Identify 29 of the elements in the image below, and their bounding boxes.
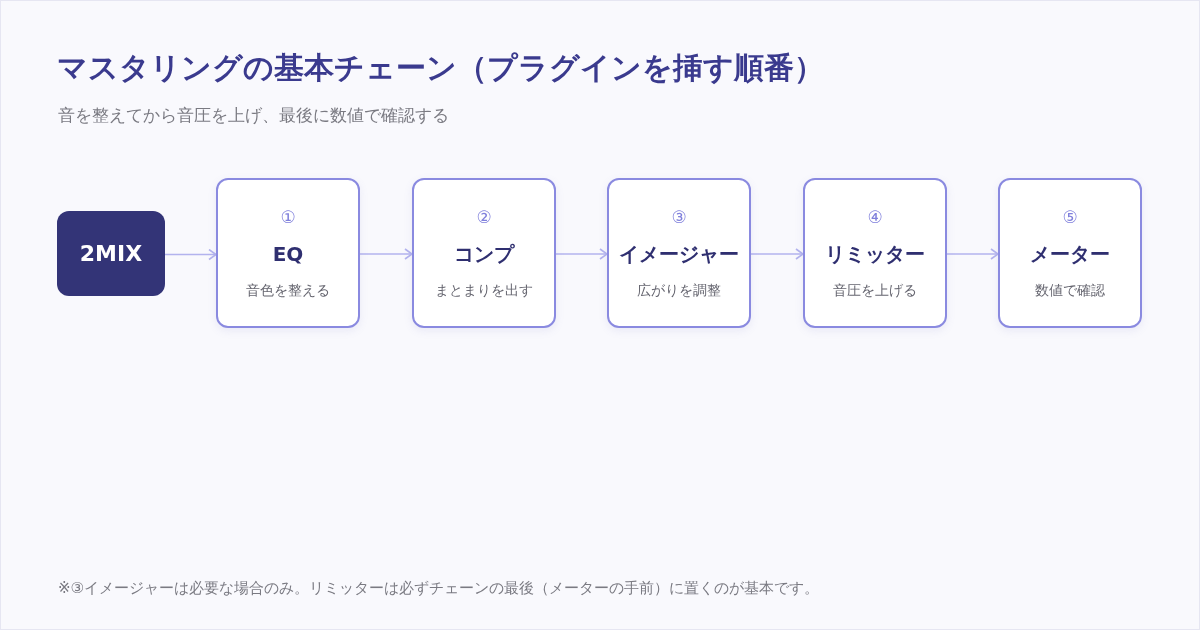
step-title: コンプ: [454, 242, 514, 266]
step-description: 音色を整える: [246, 281, 330, 299]
step-title: イメージャー: [619, 242, 739, 266]
step-description: 広がりを調整: [637, 281, 721, 299]
process-box: [412, 178, 556, 328]
step-number: ①: [280, 207, 296, 227]
process-box: [216, 178, 360, 328]
arrow: [164, 248, 217, 261]
step-title: メーター: [1030, 242, 1110, 266]
step-number: ⑤: [1062, 207, 1078, 227]
footnote: ※③イメージャーは必要な場合のみ。リミッターは必ずチェーンの最後（メーターの手前）に置くのが基本です。: [58, 578, 819, 598]
arrow: [946, 248, 999, 260]
arrow: [750, 248, 804, 260]
step-title: リミッター: [825, 242, 925, 266]
step-title: EQ: [272, 242, 304, 266]
process-box: [998, 178, 1142, 328]
step-description: まとまりを出す: [435, 281, 533, 299]
input-box: 2MIX: [57, 211, 165, 296]
process-box: [607, 178, 751, 328]
arrow: [555, 248, 608, 260]
step-number: ④: [867, 207, 883, 227]
step-number: ③: [671, 207, 687, 227]
arrow: [359, 248, 413, 260]
title: マスタリングの基本チェーン（プラグインを挿す順番）: [57, 49, 824, 87]
process-box: [803, 178, 947, 328]
step-description: 音圧を上げる: [833, 281, 917, 299]
step-number: ②: [476, 207, 492, 227]
step-description: 数値で確認: [1035, 281, 1105, 299]
subtitle: 音を整えてから音圧を上げ、最後に数値で確認する: [58, 104, 449, 126]
